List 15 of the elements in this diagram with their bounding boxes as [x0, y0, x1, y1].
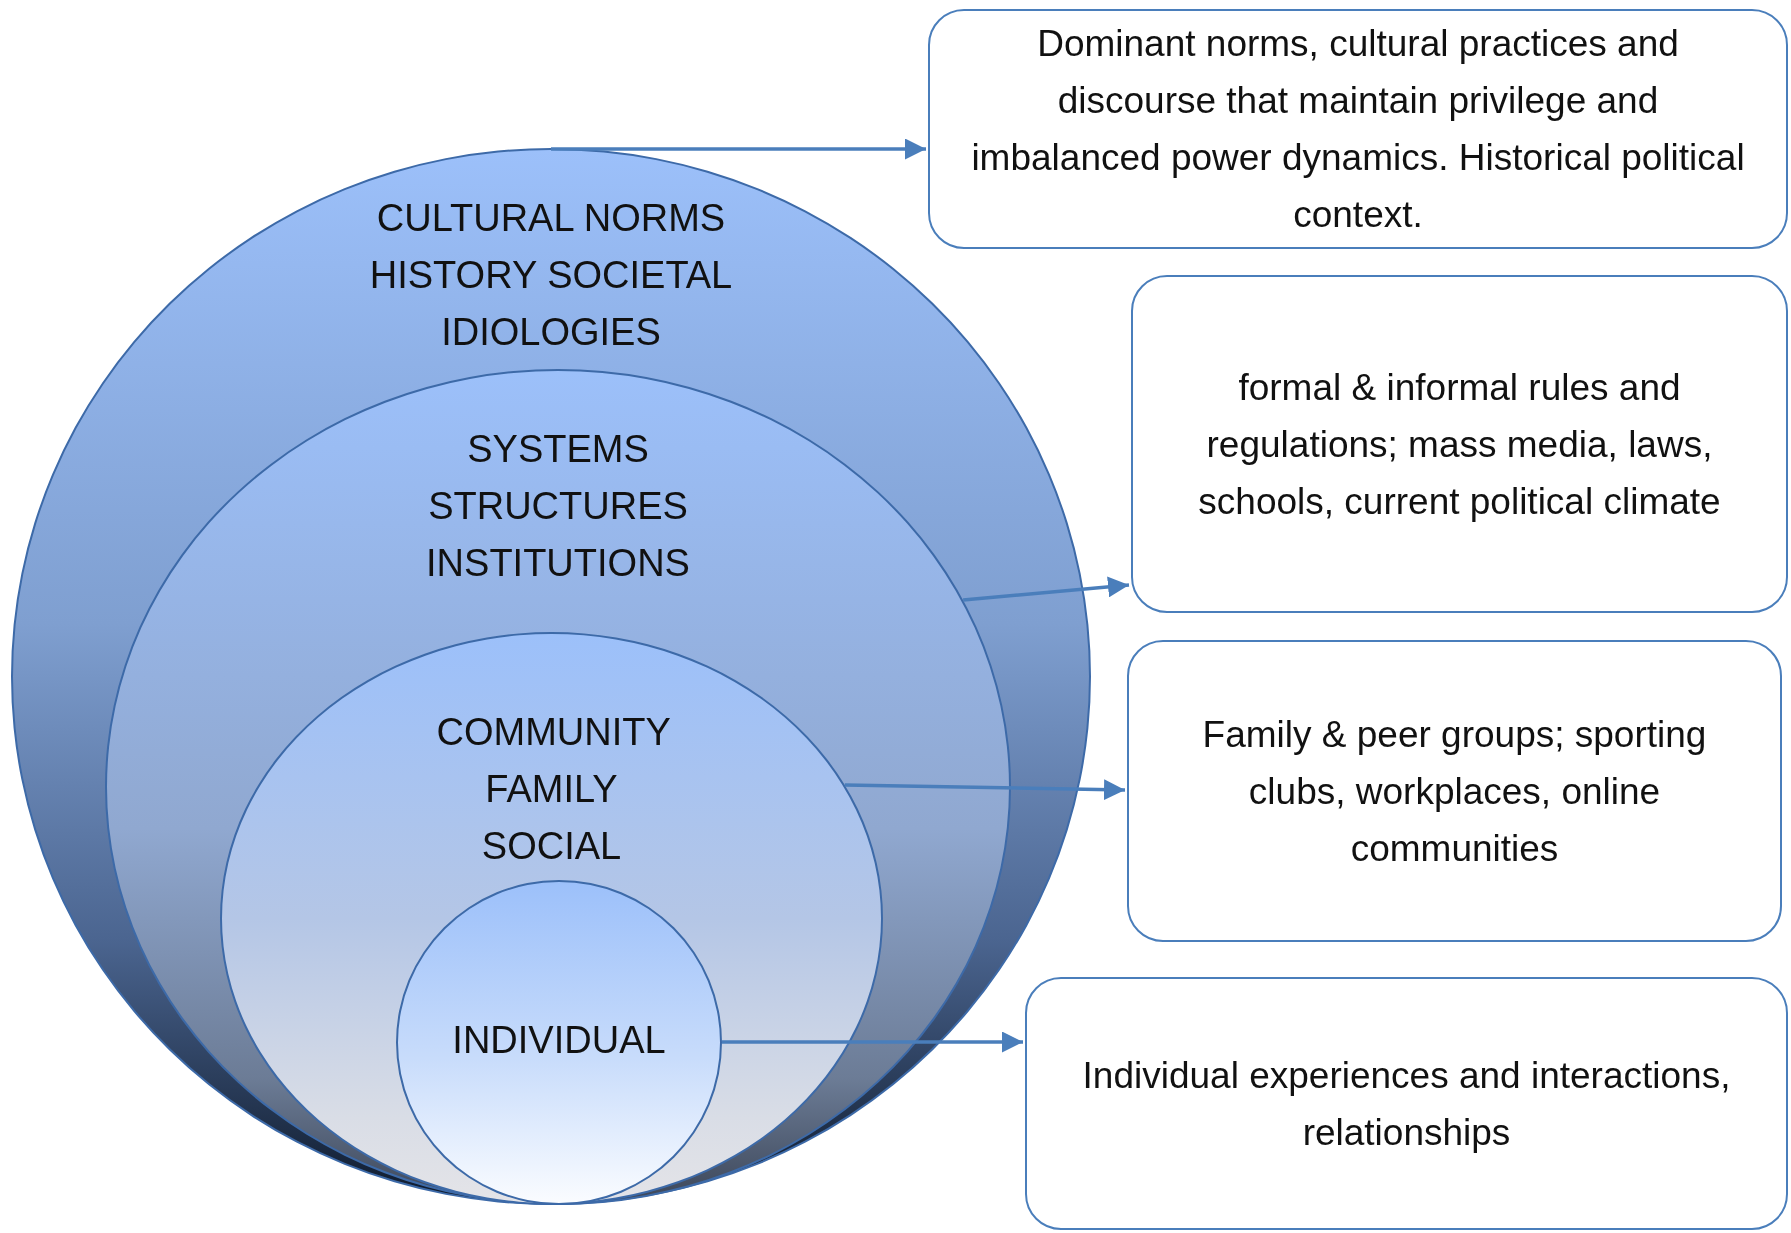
description-box — [1131, 275, 1788, 613]
arrow — [844, 779, 1126, 801]
description-box — [928, 9, 1788, 249]
arrow — [551, 138, 926, 160]
description-text: Dominant norms, cultural practices and discourse that maintain privilege and imbalanced power dynamics. Historical political context. — [970, 22, 1746, 237]
description-text: formal & informal rules and regulations; mass media, laws, schools, current political climate — [1197, 365, 1722, 524]
description-text: Family & peer groups; sporting clubs, workplaces, online communities — [1201, 712, 1708, 871]
layer-label: INDIVIDUAL — [452, 1018, 666, 1063]
description-box — [1025, 977, 1788, 1230]
arrow — [963, 576, 1130, 602]
layer-label: SYSTEMS STRUCTURES INSTITUTIONS — [425, 427, 691, 586]
layer-label: CULTURAL NORMS HISTORY SOCIETAL IDIOLOGIES — [368, 196, 734, 355]
description-box — [1127, 640, 1782, 942]
description-text: Individual experiences and interactions, relationships — [1081, 1053, 1732, 1155]
arrow — [722, 1031, 1023, 1053]
